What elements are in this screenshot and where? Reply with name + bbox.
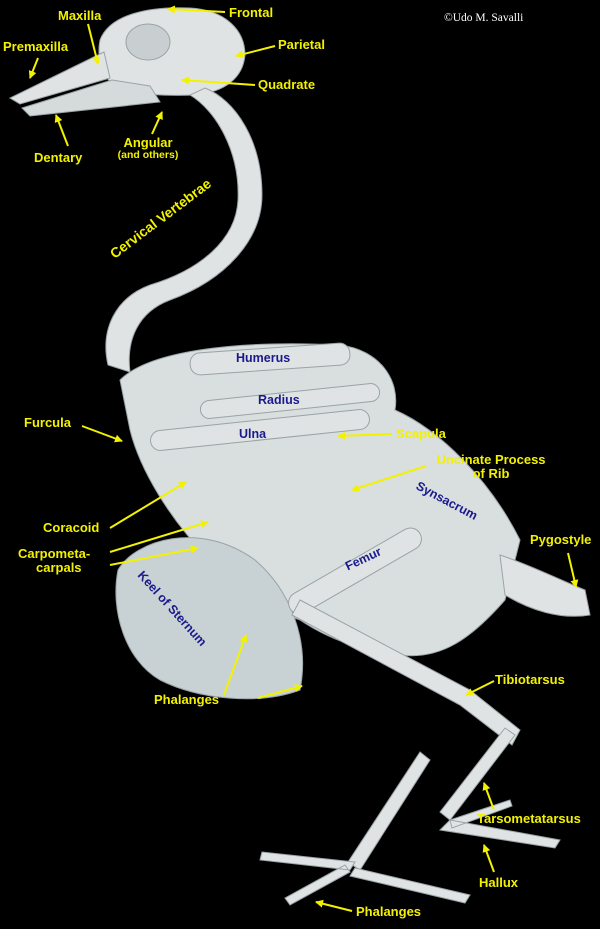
label-angular-note: (and others) <box>117 149 179 162</box>
label-scapula: Scapula <box>396 426 446 441</box>
arrow-scapula <box>337 431 393 440</box>
label-coracoid: Coracoid <box>43 520 100 535</box>
arrow-quadrate <box>181 76 256 86</box>
label-ulna: Ulna <box>239 427 267 441</box>
label-radius: Radius <box>258 393 300 407</box>
arrow-uncinate <box>351 465 427 492</box>
label-phalanges-foot: Phalanges <box>356 904 422 919</box>
label-maxilla: Maxilla <box>58 8 102 23</box>
arrow-tibiotarsus <box>465 680 495 696</box>
arrow-dentary <box>54 114 69 147</box>
arrow-angular <box>151 111 163 135</box>
arrow-phalanges-wing-1 <box>223 634 248 696</box>
upper-beak <box>8 51 111 105</box>
arrow-hallux <box>482 844 495 873</box>
label-pygostyle: Pygostyle <box>530 532 592 547</box>
label-furcula: Furcula <box>24 415 71 430</box>
toes-right <box>438 799 561 849</box>
label-hallux: Hallux <box>479 875 519 890</box>
label-dentary: Dentary <box>34 150 83 165</box>
radius-bone <box>199 383 381 419</box>
leader-arrows <box>28 5 579 912</box>
arrow-frontal <box>167 5 226 14</box>
arrow-carpometa-1 <box>109 520 209 553</box>
arrow-phalanges-foot <box>315 899 353 912</box>
arrow-phalanges-wing-2 <box>257 683 303 699</box>
label-uncinate-line2: of Rib <box>472 466 510 482</box>
label-carpometa-line1: Carpometa- <box>18 546 91 561</box>
label-uncinate-process: Uncinate Process of Rib <box>425 452 557 482</box>
label-premaxilla: Premaxilla <box>3 39 69 54</box>
arrow-parietal <box>235 45 276 59</box>
label-frontal: Frontal <box>229 5 274 20</box>
skeleton-illustration <box>8 7 591 906</box>
ulna-bone <box>150 409 370 451</box>
toes-left <box>259 851 471 906</box>
tarsometatarsus-bone <box>439 727 516 821</box>
arrow-furcula <box>81 425 123 443</box>
label-humerus: Humerus <box>236 351 291 365</box>
femur-bone <box>288 527 422 615</box>
label-angular-name: Angular <box>123 135 173 150</box>
arrow-pygostyle <box>567 552 579 588</box>
arrow-premaxilla <box>28 57 39 79</box>
label-uncinate-line1: Uncinate Process <box>436 452 546 467</box>
arrow-tarsometatarsus <box>482 782 495 811</box>
label-angular: Angular (and others) <box>108 135 188 162</box>
label-quadrate: Quadrate <box>258 77 316 92</box>
label-tarsometatarsus: Tarsometatarsus <box>477 811 581 826</box>
label-carpometa-line2: carpals <box>36 560 82 576</box>
arrow-carpometa-2 <box>109 545 199 566</box>
tail-vertebrae <box>499 554 591 617</box>
arrow-coracoid-1 <box>109 481 187 529</box>
label-carpometacarpals: Carpometa- carpals <box>18 546 91 576</box>
photo-credit: ©Udo M. Savalli <box>444 12 524 24</box>
lower-beak <box>21 79 161 117</box>
label-parietal: Parietal <box>278 37 325 52</box>
arrow-maxilla <box>87 23 101 65</box>
label-phalanges-wing: Phalanges <box>154 692 220 707</box>
humerus-bone <box>189 342 351 376</box>
label-tibiotarsus: Tibiotarsus <box>495 672 565 687</box>
orbit <box>125 23 171 61</box>
